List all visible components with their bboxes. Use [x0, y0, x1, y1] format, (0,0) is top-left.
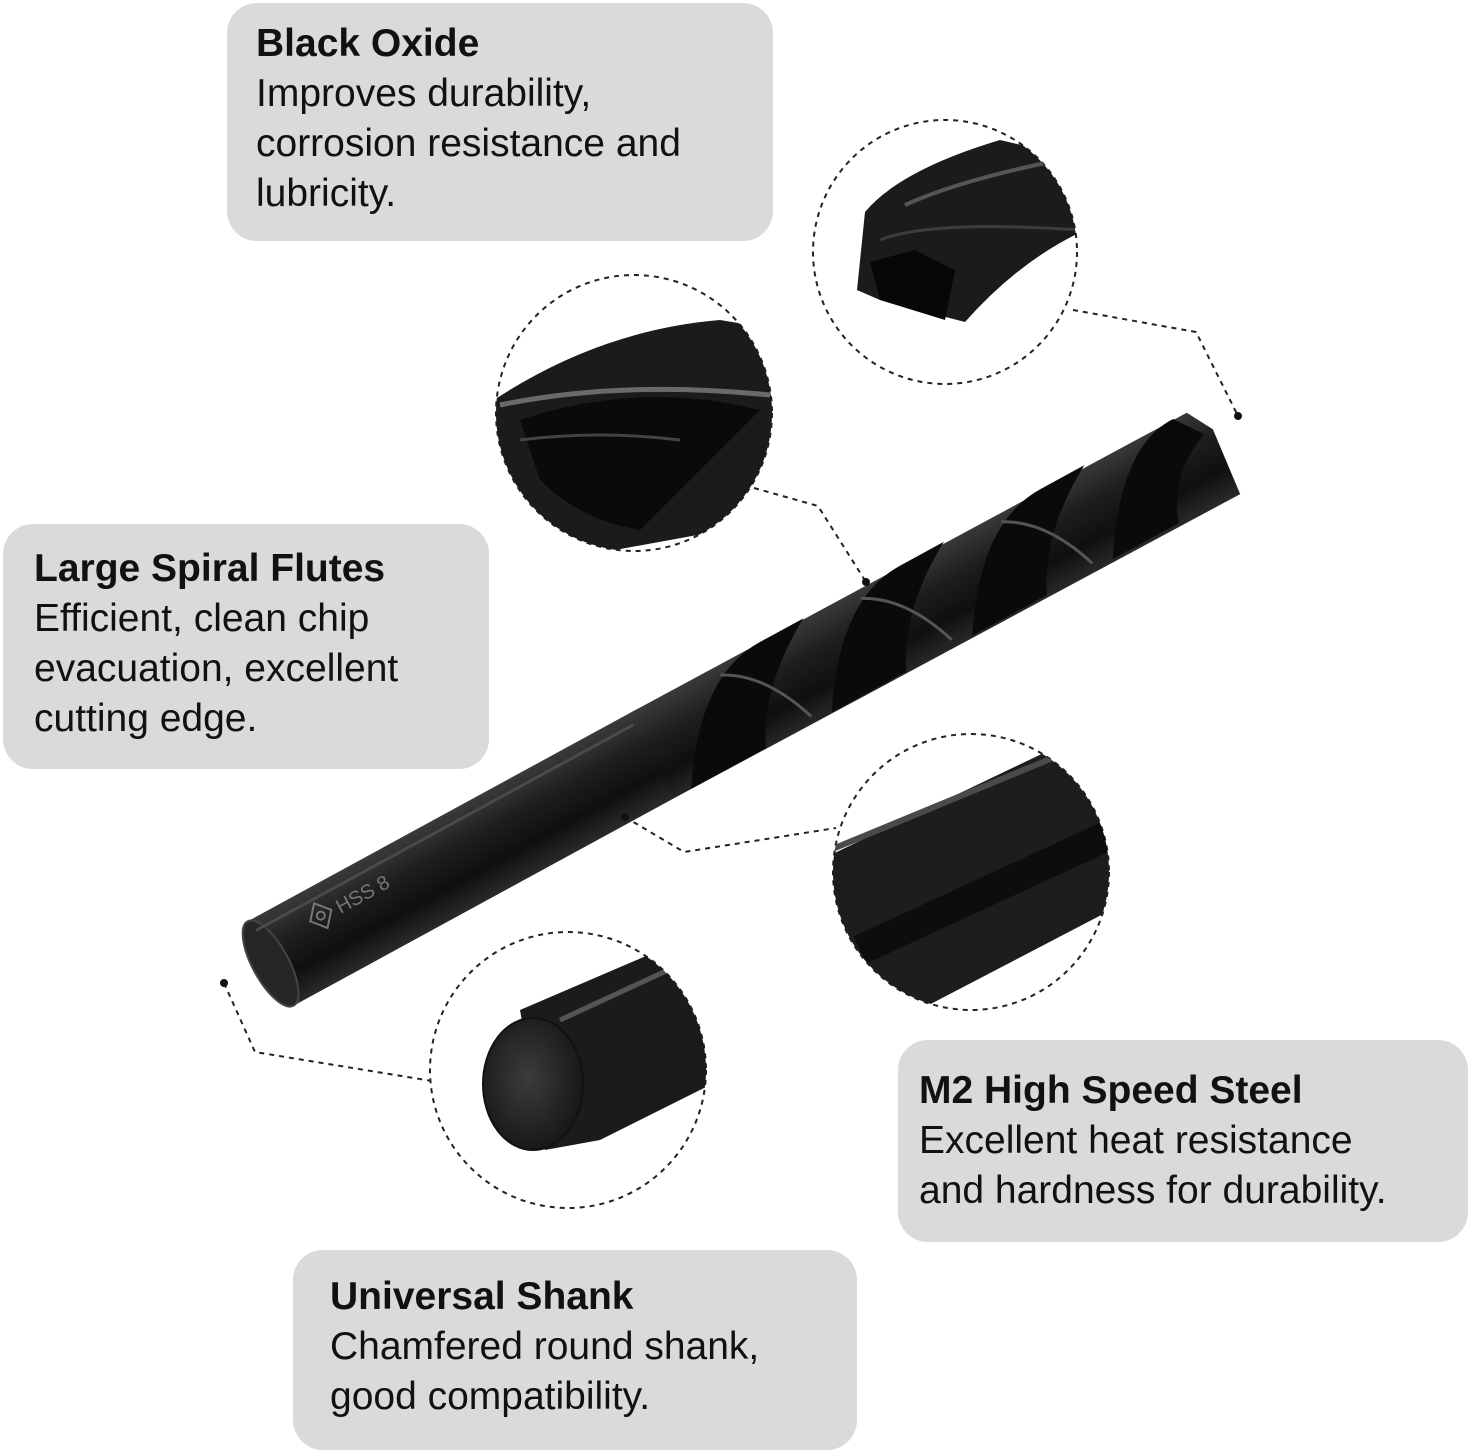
drill-bit: HSS 8 — [241, 412, 1241, 1008]
callout-line: Improves durability, — [256, 72, 592, 115]
leader-line-shank-end — [223, 982, 433, 1082]
detail-circle-tip — [812, 119, 1078, 385]
callout-spiral-flutes: Large Spiral Flutes Efficient, clean chi… — [3, 524, 489, 769]
detail-circle-body — [832, 733, 1110, 1011]
shank-end-face — [241, 919, 300, 1008]
callout-universal-shank: Universal Shank Chamfered round shank, g… — [293, 1250, 857, 1450]
leader-line-flute — [753, 487, 867, 583]
callout-line: and hardness for durability. — [919, 1169, 1387, 1212]
callout-line: Excellent heat resistance — [919, 1119, 1353, 1162]
callout-line: Efficient, clean chip — [34, 597, 370, 640]
detail-circle-flute — [495, 274, 773, 552]
callout-title: Universal Shank — [330, 1275, 634, 1318]
callout-line: lubricity. — [256, 172, 397, 215]
callout-title: Large Spiral Flutes — [34, 547, 386, 590]
callout-line: cutting edge. — [34, 697, 258, 740]
callout-line: corrosion resistance and — [256, 122, 681, 165]
callout-title: Black Oxide — [256, 22, 480, 65]
callout-black-oxide: Black Oxide Improves durability, corrosi… — [227, 3, 773, 241]
drill-shank — [248, 713, 676, 1005]
callout-high-speed-steel: M2 High Speed Steel Excellent heat resis… — [898, 1040, 1468, 1242]
callout-line: evacuation, excellent — [34, 647, 399, 690]
callout-title: M2 High Speed Steel — [919, 1069, 1303, 1112]
leader-line-tip — [1072, 309, 1239, 417]
detail-circle-shank-end — [429, 931, 707, 1209]
callout-line: Chamfered round shank, — [330, 1325, 760, 1368]
drill-fluted-body — [627, 412, 1241, 799]
callout-line: good compatibility. — [330, 1375, 651, 1418]
leader-line-body — [624, 816, 837, 854]
